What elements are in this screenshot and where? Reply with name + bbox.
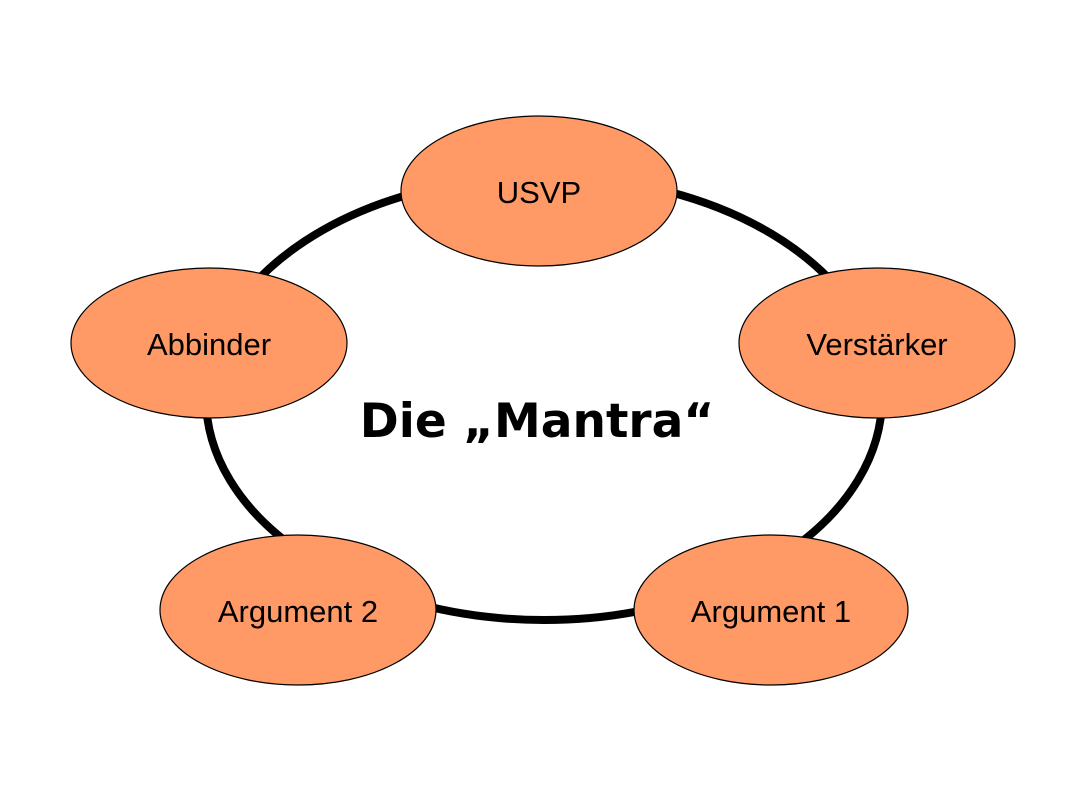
node-usvp-label: USVP (497, 175, 581, 210)
node-argument-1-label: Argument 1 (691, 594, 851, 629)
node-abbinder-label: Abbinder (147, 327, 271, 362)
node-argument-1: Argument 1 (633, 534, 909, 686)
node-argument-2-label: Argument 2 (218, 594, 378, 629)
node-abbinder: Abbinder (70, 267, 348, 419)
node-argument-2-shape (159, 534, 437, 686)
node-argument-1-shape (633, 534, 909, 686)
node-usvp: USVP (400, 115, 678, 267)
node-verstaerker: Verstärker (738, 267, 1016, 419)
node-abbinder-shape (70, 267, 348, 419)
node-verstaerker-shape (738, 267, 1016, 419)
node-usvp-shape (400, 115, 678, 267)
node-argument-2: Argument 2 (159, 534, 437, 686)
diagram-title: Die „Mantra“ (360, 394, 714, 449)
node-verstaerker-label: Verstärker (806, 327, 947, 362)
